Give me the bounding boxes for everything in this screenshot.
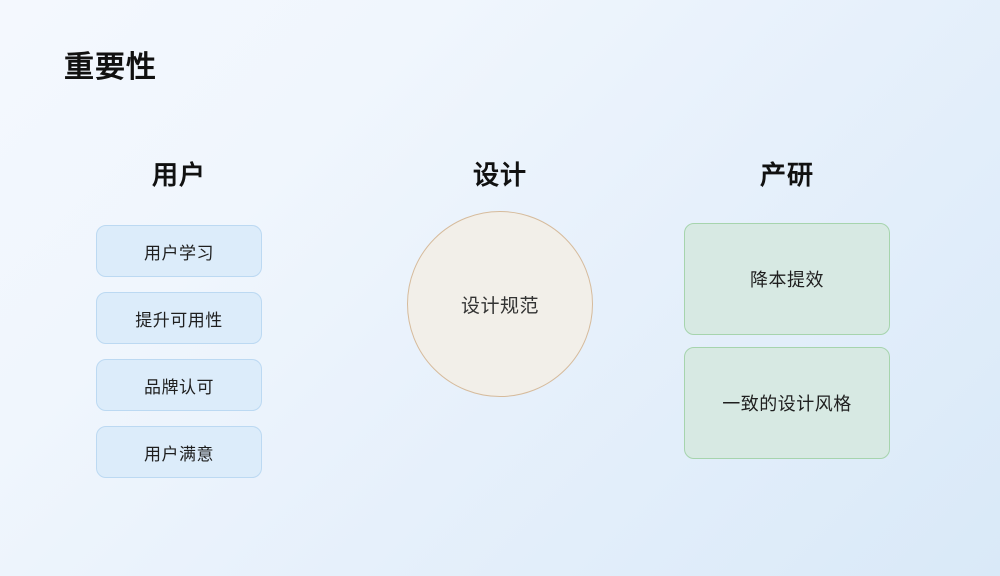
user-card-1[interactable]: 用户学习	[96, 225, 262, 278]
user-card-3[interactable]: 品牌认可	[96, 359, 262, 412]
research-card-1[interactable]: 降本提效	[684, 223, 890, 336]
column-user: 用户 用户学习 提升可用性 品牌认可 用户满意	[56, 160, 302, 479]
research-card-2[interactable]: 一致的设计风格	[684, 347, 890, 460]
column-research: 产研 降本提效 一致的设计风格	[664, 160, 910, 460]
design-spec-circle[interactable]: 设计规范	[407, 211, 593, 398]
user-card-4[interactable]: 用户满意	[96, 426, 262, 479]
page-title: 重要性	[64, 51, 157, 84]
column-header-research: 产研	[759, 160, 814, 190]
column-header-design: 设计	[472, 160, 527, 190]
user-card-2[interactable]: 提升可用性	[96, 292, 262, 345]
column-header-user: 用户	[151, 160, 206, 190]
column-design: 设计 设计规范	[377, 160, 623, 398]
